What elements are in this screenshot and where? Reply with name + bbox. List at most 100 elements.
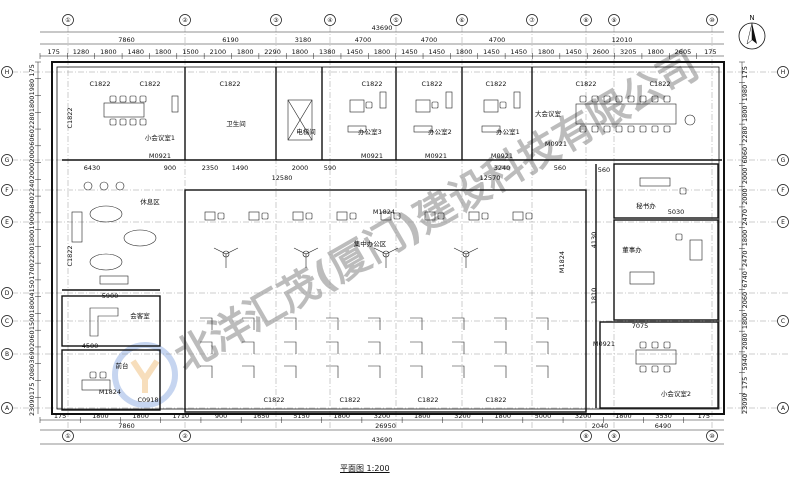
desk-symbol xyxy=(349,99,365,113)
axis-bubble-label: ⑩ xyxy=(709,17,714,24)
axis-bubble-right: E xyxy=(777,216,789,228)
door-tag: C1822 xyxy=(361,80,382,88)
axis-bubble-circle xyxy=(179,430,191,442)
door-tag: C1822 xyxy=(575,80,596,88)
chair-symbol xyxy=(217,212,225,220)
axis-bubble-label: ① xyxy=(65,433,70,440)
axis-bubble-label: F xyxy=(5,187,9,194)
wall-front-desk xyxy=(61,349,161,411)
axis-bubble-circle xyxy=(1,66,13,78)
desk-l-symbol xyxy=(326,317,339,330)
room-label-meeting1: 小会议室1 xyxy=(145,133,175,142)
door-tag: M1824 xyxy=(373,208,395,216)
elevator-cross xyxy=(287,99,313,141)
dim-inner: 590 xyxy=(324,164,336,172)
dim-bottom-detail: 1800 xyxy=(414,412,431,420)
axis-bubble-circle xyxy=(608,14,620,26)
desk-symbol xyxy=(204,211,216,221)
chair-symbol xyxy=(591,125,599,133)
door-tag: C1822 xyxy=(421,80,442,88)
axis-bubble-circle xyxy=(777,402,789,414)
stool-symbol xyxy=(115,181,125,191)
axis-bubble-bottom: ⑧ xyxy=(580,430,592,442)
room-label-office1: 办公室1 xyxy=(496,127,520,136)
chair-symbol xyxy=(119,118,127,126)
sofa-symbol xyxy=(413,125,433,133)
pod-symbol xyxy=(213,247,239,268)
dim-bottom-detail: 900 xyxy=(215,412,227,420)
chair-symbol xyxy=(651,125,659,133)
axis-bubble-label: H xyxy=(781,69,786,76)
dim-top-detail: 1450 xyxy=(346,48,363,56)
compass: N xyxy=(738,14,766,50)
dim-top-detail: 1800 xyxy=(456,48,473,56)
axis-bubble-label: ⑨ xyxy=(611,17,616,24)
dim-bottom-detail: 3200 xyxy=(374,412,391,420)
chair-symbol xyxy=(615,125,623,133)
room-label-open_office: 集中办公区 xyxy=(354,239,387,248)
dim-inner: 3240 xyxy=(494,164,511,172)
dim-inner: 7075 xyxy=(632,322,649,330)
dim-left: 1500 xyxy=(28,314,36,331)
dim-right: 1800 xyxy=(741,313,749,330)
watermark-logo xyxy=(112,342,178,408)
dim-top-detail: 1450 xyxy=(565,48,582,56)
wall-chairman xyxy=(613,219,719,321)
desk-l-symbol xyxy=(452,341,465,354)
axis-bubble-circle xyxy=(777,154,789,166)
axis-bubble-top: ⑨ xyxy=(608,14,620,26)
sofa-symbol xyxy=(481,125,501,133)
dim-top-detail: 1800 xyxy=(237,48,254,56)
axis-bubble-left: F xyxy=(1,184,13,196)
dim-right: 6740 xyxy=(741,271,749,288)
dim-left: 1800 xyxy=(28,230,36,247)
chair-symbol xyxy=(639,125,647,133)
wall-open-office xyxy=(184,189,587,413)
chair-symbol xyxy=(129,118,137,126)
desk-symbol xyxy=(635,349,677,365)
room-label-big_meeting: 大会议室 xyxy=(535,109,562,118)
axis-bubble-circle xyxy=(62,430,74,442)
door-tag: M0921 xyxy=(361,152,383,160)
cabinet-symbol xyxy=(513,91,521,109)
chair-symbol xyxy=(139,118,147,126)
desk-l-symbol xyxy=(284,317,297,330)
dim-left: 2240 xyxy=(28,179,36,196)
room-label-secretary: 秘书办 xyxy=(636,201,656,210)
desk-symbol xyxy=(639,177,671,187)
axis-bubble-label: ⑦ xyxy=(529,17,535,24)
axis-bubble-label: ① xyxy=(65,17,70,24)
chair-symbol xyxy=(349,212,357,220)
dim-top-detail: 2100 xyxy=(210,48,227,56)
door-tag: M0921 xyxy=(593,340,615,348)
pod-symbol xyxy=(293,247,319,268)
dim-right: 175 xyxy=(741,66,749,78)
desk-l-symbol xyxy=(410,365,423,378)
dim-top-bay: 3180 xyxy=(295,36,312,44)
desk-l-symbol xyxy=(200,341,213,354)
axis-bubble-left: G xyxy=(1,154,13,166)
axis-bubble-label: G xyxy=(5,157,10,164)
axis-bubble-bottom: ⑩ xyxy=(706,430,718,442)
desk-l-symbol xyxy=(494,341,507,354)
desk-l-symbol xyxy=(242,341,255,354)
door-tag: M0921 xyxy=(545,140,567,148)
pod-center xyxy=(222,250,230,258)
axis-bubble-circle xyxy=(580,14,592,26)
axis-bubble-label: ⑤ xyxy=(393,17,398,24)
axis-bubble-left: H xyxy=(1,66,13,78)
dim-right: 175 xyxy=(741,377,749,389)
door-tag: C1822 xyxy=(89,80,110,88)
desk-l-symbol xyxy=(494,317,507,330)
dim-left: 6840 xyxy=(28,196,36,213)
axis-bubble-label: ⑥ xyxy=(459,17,464,24)
dim-right: 2080 xyxy=(741,333,749,350)
door-tag: C1822 xyxy=(485,396,506,404)
dim-left: 1980 xyxy=(28,79,36,96)
axis-bubble-top: ⑧ xyxy=(580,14,592,26)
dim-inner: 2000 xyxy=(292,164,309,172)
desk-l-symbol xyxy=(326,341,339,354)
chair-symbol xyxy=(431,101,439,109)
room-label-front_desk: 前台 xyxy=(116,361,129,370)
